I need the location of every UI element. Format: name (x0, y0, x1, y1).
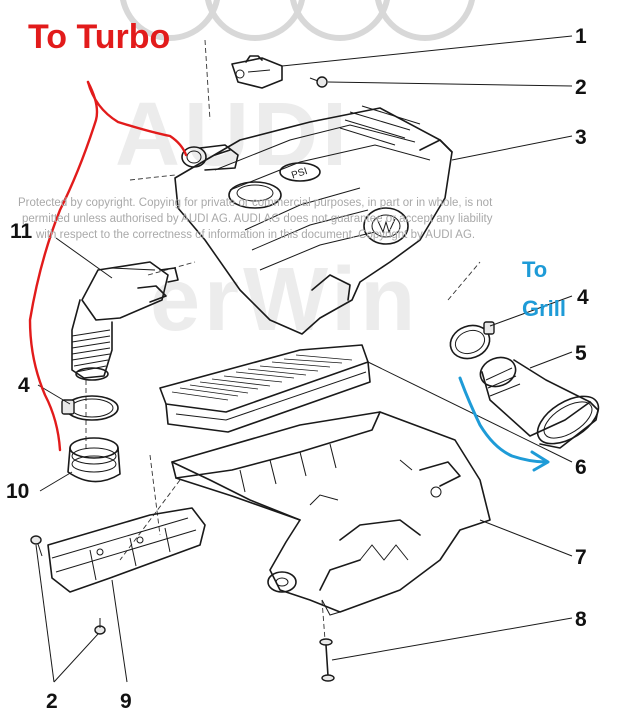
leader-4-right (489, 295, 573, 327)
watermark-rings (120, 0, 475, 41)
part-9-bracket (47, 507, 206, 593)
watermark-line-2: permitted unless authorised by AUDI AG. … (22, 213, 493, 225)
part-3-engine-cover: PSI (174, 105, 453, 335)
leader-11 (55, 237, 113, 279)
callout-4-right: 4 (577, 286, 589, 309)
part-5-intake-duct (479, 356, 600, 449)
guide-line-5 (149, 454, 161, 536)
part-7-lower-housing (171, 411, 491, 616)
callout-2-top: 2 (575, 76, 587, 99)
callout-1: 1 (575, 25, 587, 48)
guide-line-6 (447, 261, 481, 301)
leader-5 (529, 351, 573, 369)
blue-route (458, 376, 548, 464)
part-10-sleeve (67, 437, 121, 483)
callout-3: 3 (575, 126, 587, 149)
watermark-line-1: Protected by copyright. Copying for priv… (18, 197, 493, 209)
red-route-left (28, 80, 99, 452)
guide-line-1 (204, 39, 211, 121)
callout-4-left: 4 (18, 374, 30, 397)
callout-5: 5 (575, 342, 587, 365)
guide-line-8 (119, 479, 181, 561)
callout-8: 8 (575, 608, 587, 631)
callout-10: 10 (6, 480, 29, 503)
leader-7 (479, 519, 573, 557)
watermark-line-3: with respect to the correctness of infor… (35, 229, 475, 241)
leader-2-top (327, 81, 573, 87)
svg-text:PSI: PSI (290, 166, 309, 181)
watermark-logo-text-2: erWin (150, 250, 419, 350)
guide-line-7 (321, 599, 326, 641)
part-2-screw-top (309, 76, 328, 88)
red-route-top (86, 80, 188, 157)
part-11-hose (71, 261, 179, 381)
blue-arrow-head (530, 450, 550, 472)
part-1-sensor (231, 55, 283, 89)
callout-7: 7 (575, 546, 587, 569)
part-8-bolt (319, 638, 335, 682)
callout-6: 6 (575, 456, 587, 479)
leader-8 (331, 617, 573, 661)
leader-3 (451, 135, 573, 161)
leader-9 (111, 579, 128, 683)
watermark-logo-text: AUDI (115, 85, 351, 185)
to-grill-label-line1: To (522, 257, 547, 282)
leader-2-bottom-b (53, 633, 99, 683)
leader-1 (281, 35, 573, 67)
to-turbo-label: To Turbo (28, 18, 170, 56)
to-grill-label-line2: Grill (522, 296, 566, 321)
part-4-clamp-right (449, 321, 495, 360)
callout-9: 9 (120, 690, 132, 713)
leader-2-bottom-a (35, 544, 55, 683)
leader-6 (367, 361, 573, 463)
callout-11: 11 (10, 220, 33, 243)
part-2-screws-bottom (30, 535, 106, 635)
callout-2-bottom: 2 (46, 690, 58, 713)
leader-10 (39, 471, 73, 492)
part-4-clamp-left (61, 395, 119, 421)
